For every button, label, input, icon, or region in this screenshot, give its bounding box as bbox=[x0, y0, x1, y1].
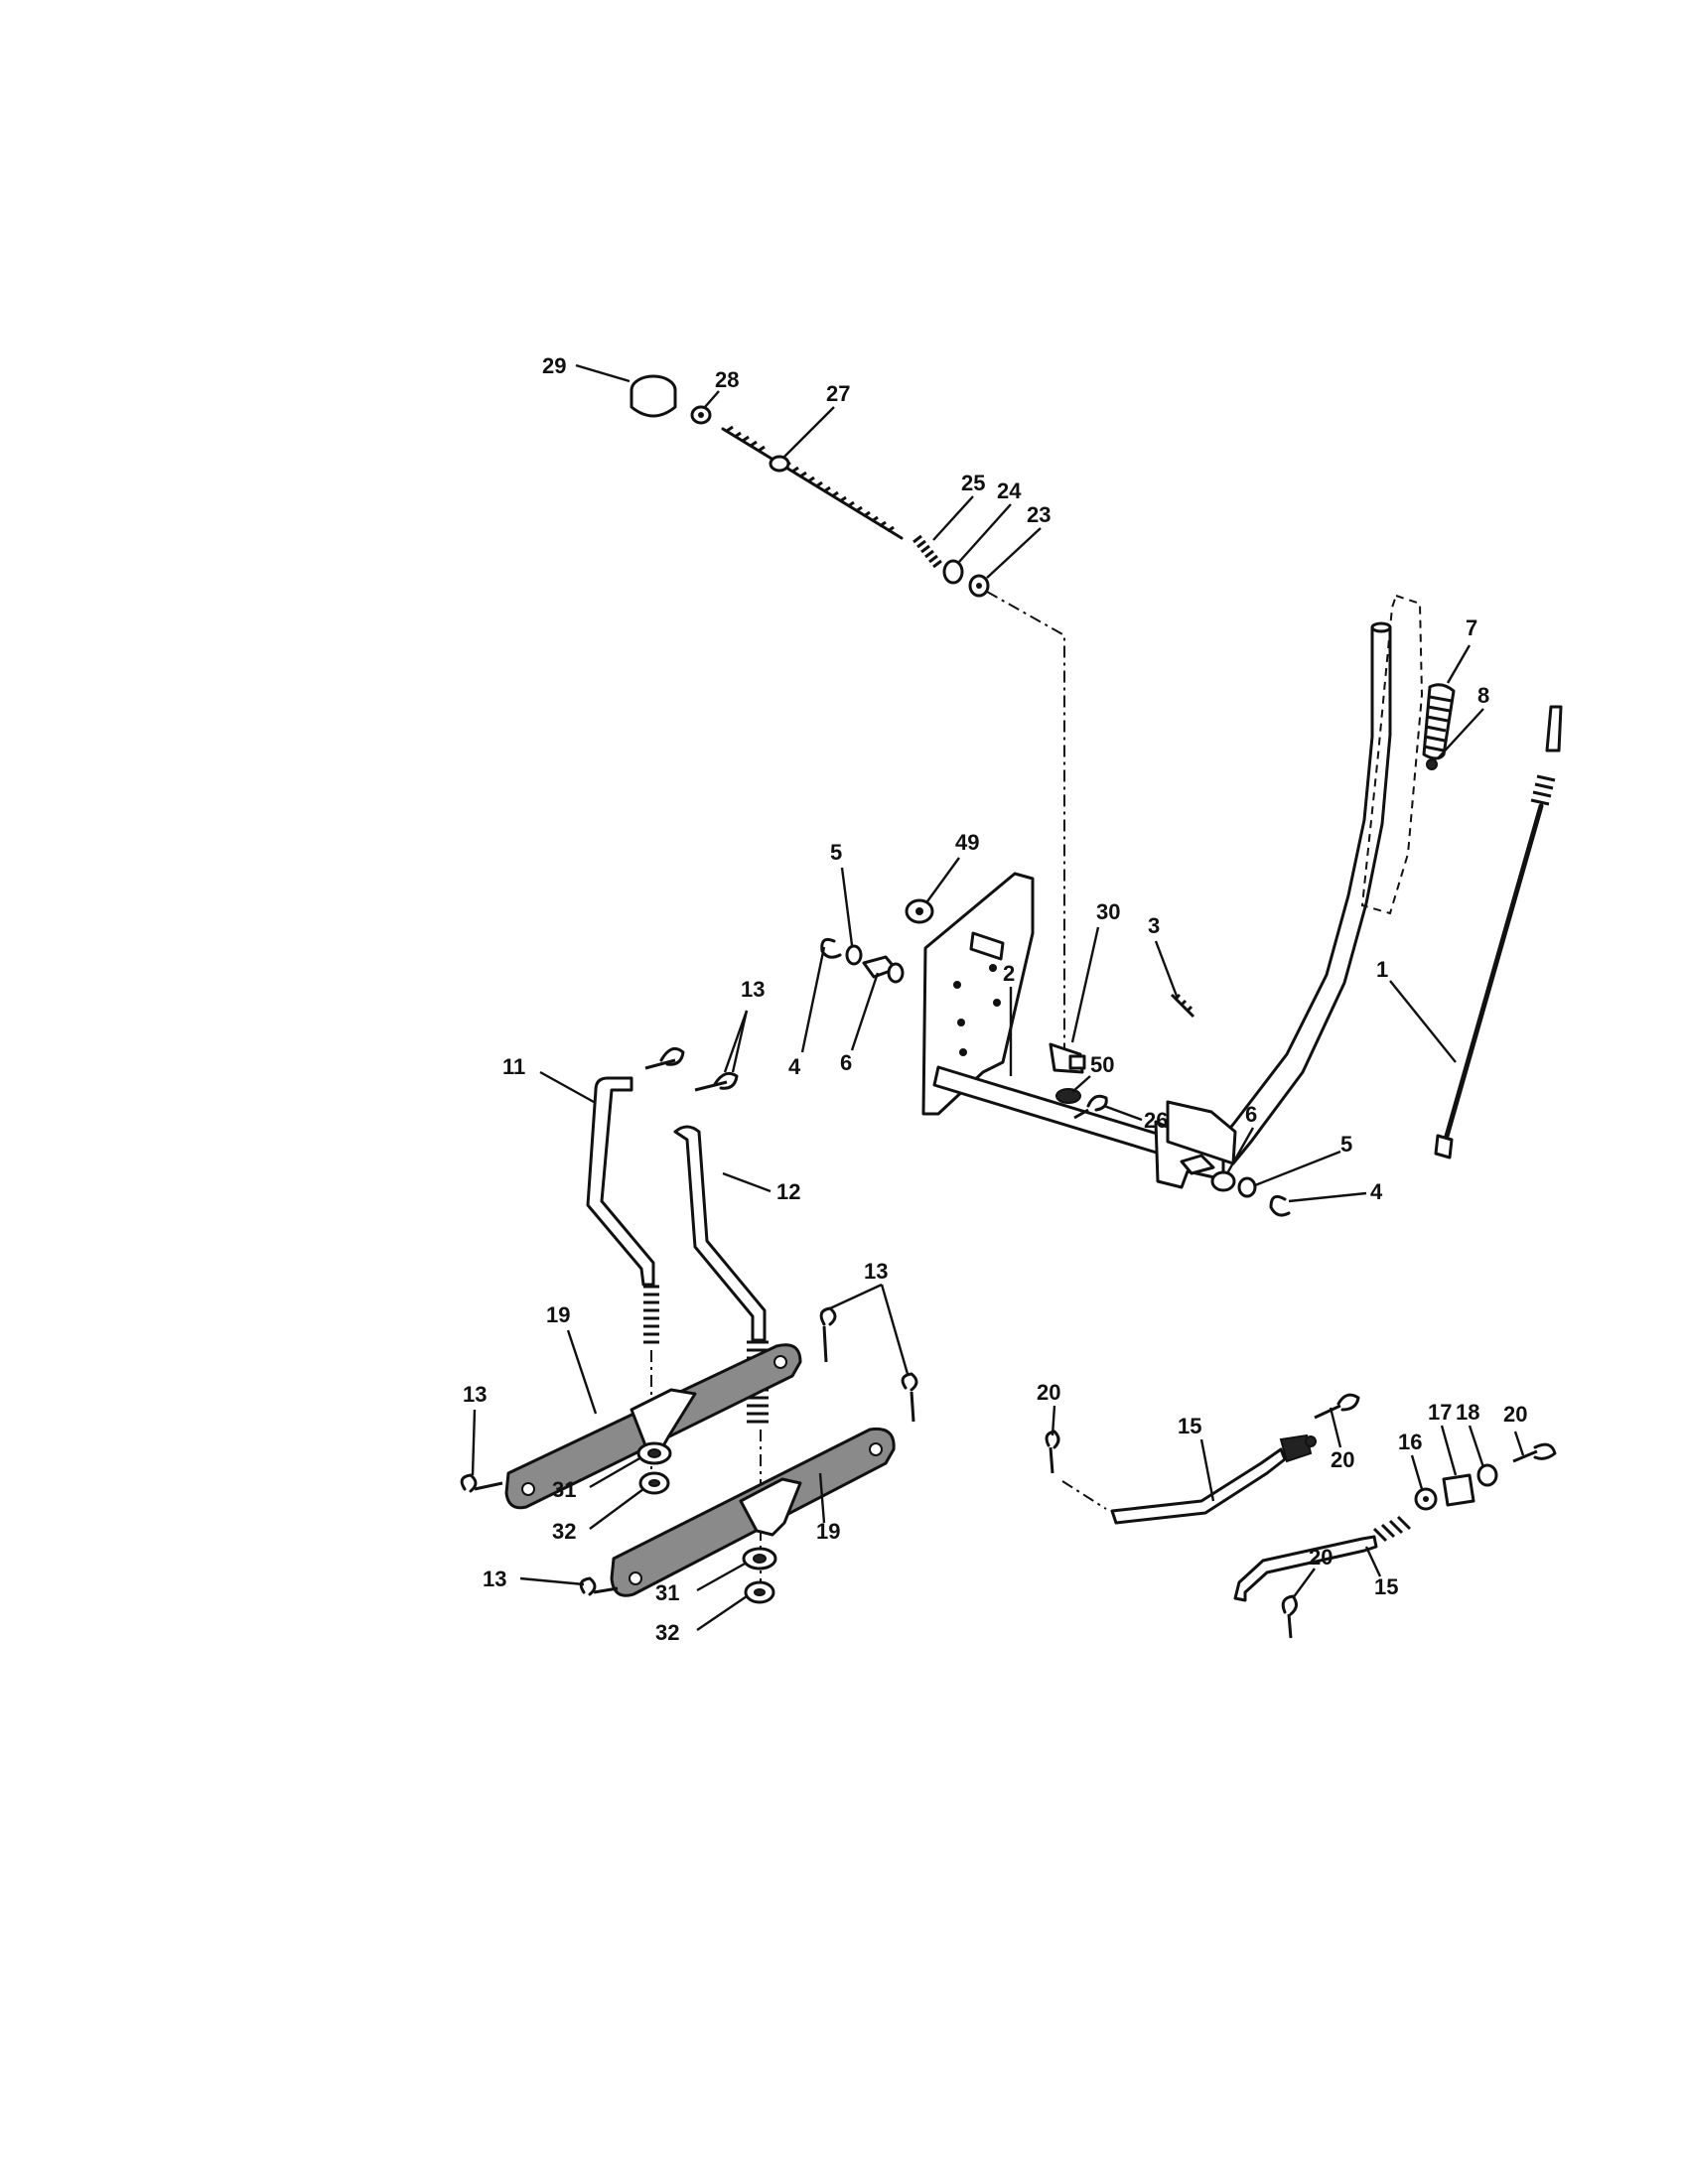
callout-16: 16 bbox=[1398, 1430, 1422, 1454]
callout-29: 29 bbox=[542, 353, 566, 378]
callout-50: 50 bbox=[1090, 1052, 1114, 1077]
callout-13-left: 13 bbox=[463, 1382, 487, 1407]
spacer-30 bbox=[1049, 1042, 1086, 1074]
callout-15-upper: 15 bbox=[1178, 1414, 1201, 1438]
plug-8 bbox=[1426, 758, 1438, 770]
callout-8: 8 bbox=[1477, 683, 1489, 708]
callout-3: 3 bbox=[1148, 913, 1160, 938]
callout-30: 30 bbox=[1096, 899, 1120, 924]
callout-31-lower: 31 bbox=[655, 1580, 679, 1605]
nut-23 bbox=[968, 574, 990, 598]
callout-19-lower: 19 bbox=[816, 1519, 840, 1544]
callout-4-right: 4 bbox=[1370, 1179, 1383, 1204]
pivot-shaft-2 bbox=[932, 1065, 1166, 1156]
nut-31-upper bbox=[636, 1441, 672, 1465]
washer-18 bbox=[1476, 1463, 1498, 1487]
pin-13-bottom bbox=[579, 1576, 619, 1596]
callout-6-left: 6 bbox=[840, 1050, 852, 1075]
pin-13-upper-b bbox=[694, 1071, 739, 1092]
cable-1 bbox=[1434, 705, 1563, 1160]
cotter-26 bbox=[1073, 1094, 1108, 1120]
clip-4-right bbox=[1269, 1194, 1291, 1217]
lift-link-11 bbox=[586, 1076, 659, 1344]
bracket-15-upper bbox=[1279, 1433, 1317, 1463]
callout-20-bottom: 20 bbox=[1309, 1545, 1333, 1570]
callout-25: 25 bbox=[961, 471, 985, 495]
nut-31-lower bbox=[742, 1547, 777, 1570]
callout-27: 27 bbox=[826, 381, 850, 406]
nut-16 bbox=[1414, 1487, 1438, 1511]
callout-20-top: 20 bbox=[1331, 1447, 1354, 1472]
callout-23: 23 bbox=[1027, 502, 1051, 527]
callout-7: 7 bbox=[1466, 615, 1477, 640]
spring-25 bbox=[912, 534, 942, 569]
threaded-rod-27 bbox=[721, 425, 904, 540]
leader-lines bbox=[471, 363, 1525, 1631]
callout-4-left: 4 bbox=[788, 1054, 801, 1079]
callout-5-left: 5 bbox=[830, 840, 842, 865]
callout-13-right: 13 bbox=[864, 1259, 888, 1284]
block-17 bbox=[1442, 1473, 1475, 1507]
pin-stub bbox=[969, 931, 1005, 961]
grip-7 bbox=[1422, 683, 1456, 760]
washer-5-left bbox=[845, 944, 863, 966]
callout-28: 28 bbox=[715, 367, 739, 392]
knob-29 bbox=[630, 374, 677, 418]
handle-grip-outline bbox=[1360, 594, 1424, 915]
assembly-line-23-30 bbox=[986, 591, 1065, 1050]
rod-15-upper bbox=[1110, 1447, 1287, 1525]
pin-20-bottom bbox=[1281, 1594, 1298, 1639]
callout-1: 1 bbox=[1376, 957, 1388, 982]
pin-13-upper-a bbox=[644, 1046, 685, 1070]
callout-19-upper: 19 bbox=[546, 1302, 570, 1327]
nut-28 bbox=[690, 405, 712, 425]
pin-3 bbox=[1170, 993, 1195, 1019]
pin-13-right-b bbox=[901, 1372, 918, 1423]
callout-12: 12 bbox=[776, 1179, 800, 1204]
lift-arm-19-lower bbox=[610, 1427, 896, 1597]
callout-15-lower: 15 bbox=[1374, 1574, 1398, 1599]
pin-20-left bbox=[1045, 1430, 1060, 1474]
nut-32-lower bbox=[744, 1580, 775, 1604]
washer-24 bbox=[942, 559, 964, 585]
bushing-6-right bbox=[1180, 1154, 1236, 1192]
callout-5-right: 5 bbox=[1340, 1132, 1352, 1157]
rod-15-lower bbox=[1233, 1515, 1412, 1602]
callout-6-right: 6 bbox=[1245, 1102, 1257, 1127]
callout-11: 11 bbox=[502, 1054, 525, 1079]
pin-13-right-a bbox=[819, 1306, 837, 1363]
callout-13-bottom: 13 bbox=[483, 1567, 506, 1591]
washer-5-right bbox=[1237, 1176, 1257, 1198]
callout-17: 17 bbox=[1428, 1400, 1452, 1425]
callout-13-upper: 13 bbox=[741, 977, 765, 1002]
bracket-plate bbox=[921, 872, 1035, 1116]
lift-lever bbox=[1154, 621, 1392, 1189]
callout-18: 18 bbox=[1456, 1400, 1479, 1425]
pin-20-right bbox=[1512, 1442, 1557, 1463]
assembly-line-15 bbox=[1061, 1480, 1107, 1510]
pin-20-top bbox=[1314, 1393, 1360, 1420]
callout-32-upper: 32 bbox=[552, 1519, 576, 1544]
callout-2: 2 bbox=[1003, 961, 1015, 986]
callout-32-lower: 32 bbox=[655, 1620, 679, 1645]
nut-32-upper bbox=[638, 1471, 670, 1495]
callout-24: 24 bbox=[997, 478, 1022, 503]
callout-20-right: 20 bbox=[1503, 1402, 1527, 1427]
callout-31-upper: 31 bbox=[552, 1477, 576, 1502]
callout-49: 49 bbox=[955, 830, 979, 855]
bushing-6-left bbox=[862, 955, 905, 984]
washer-50 bbox=[1055, 1088, 1081, 1104]
pin-13-left bbox=[460, 1473, 503, 1493]
washer-49 bbox=[905, 898, 934, 924]
callout-20-left: 20 bbox=[1037, 1380, 1060, 1405]
callout-26: 26 bbox=[1144, 1108, 1168, 1133]
